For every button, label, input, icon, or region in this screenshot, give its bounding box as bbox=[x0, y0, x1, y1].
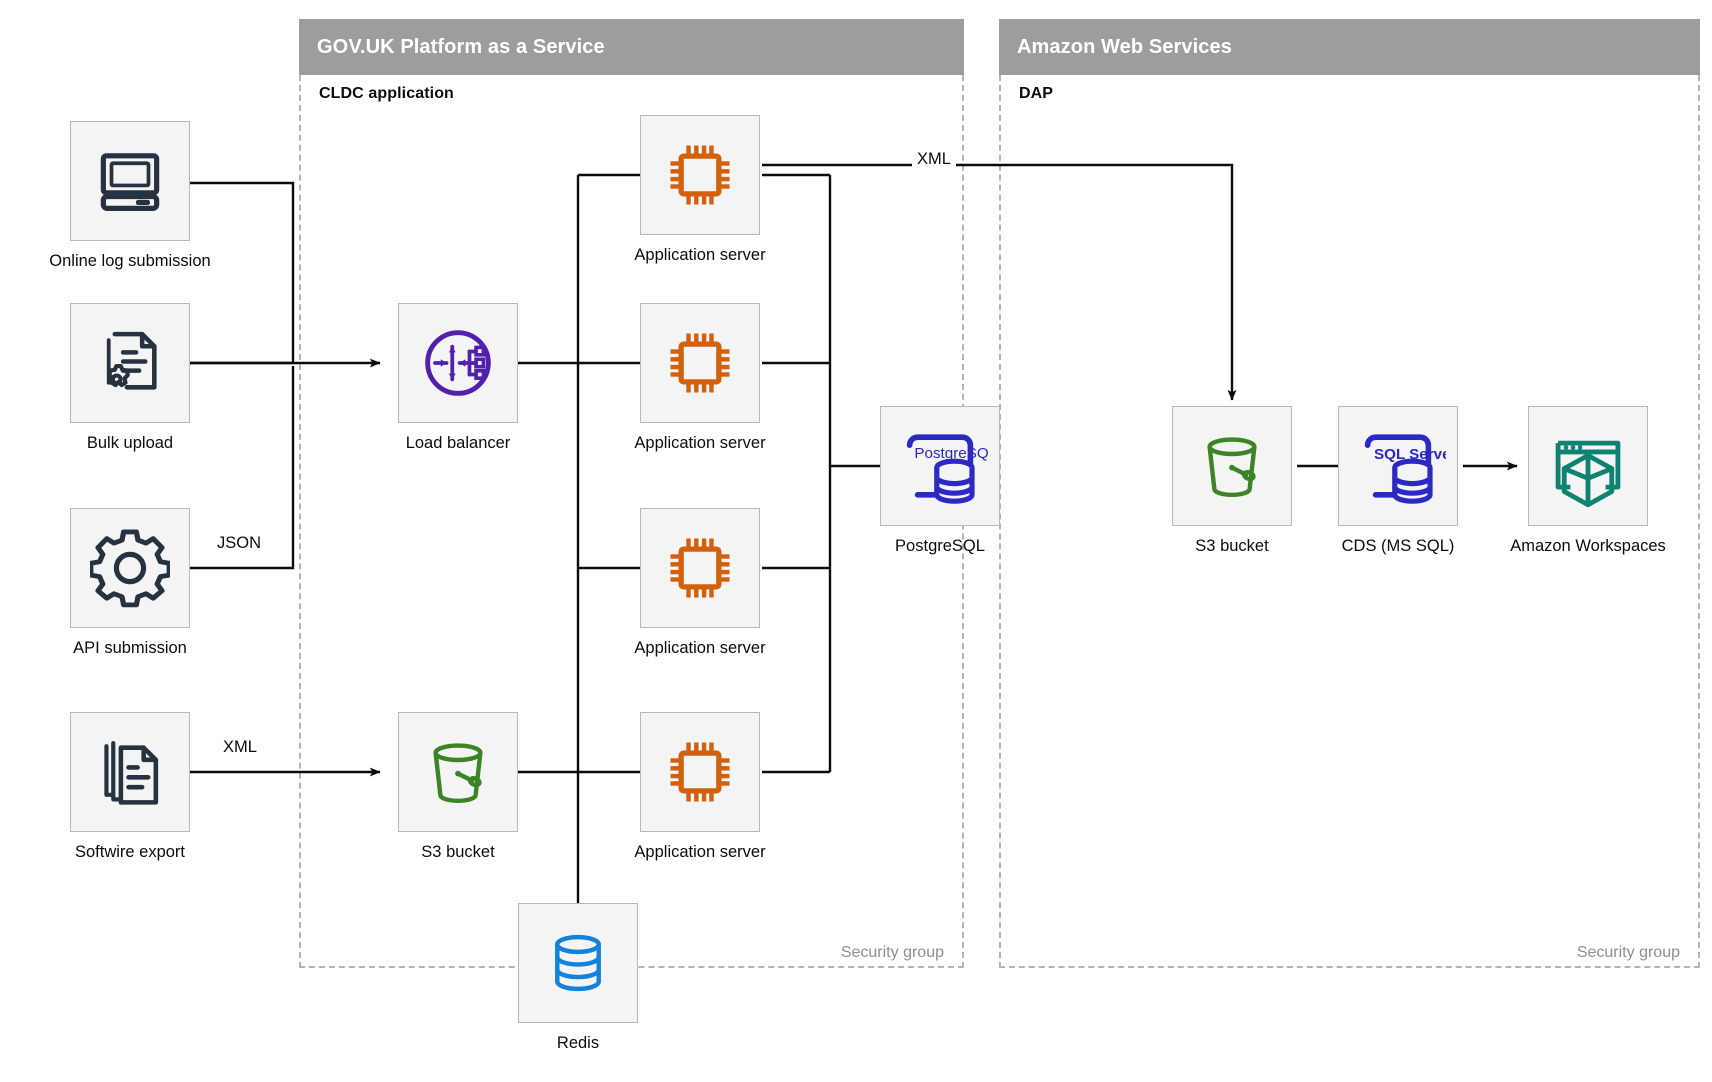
app-server-4-box[interactable] bbox=[640, 712, 760, 832]
documents-gear-icon bbox=[106, 331, 157, 390]
amazon-workspaces-box[interactable] bbox=[1528, 406, 1648, 526]
postgresql-badge-text: PostgreSQL bbox=[914, 445, 988, 462]
zone-body-paas bbox=[299, 75, 964, 968]
s3-bucket-paas-box[interactable] bbox=[398, 712, 518, 832]
desktop-computer-icon bbox=[100, 153, 160, 211]
zone-header-paas: GOV.UK Platform as a Service bbox=[299, 19, 964, 75]
api-submission-box[interactable] bbox=[70, 508, 190, 628]
bucket-icon bbox=[433, 743, 483, 803]
document-stack-icon bbox=[104, 741, 159, 805]
zone-footnote-paas: Security group bbox=[840, 944, 944, 961]
edge-label-json: JSON bbox=[212, 534, 267, 553]
bulk-upload-label: Bulk upload bbox=[86, 434, 174, 452]
app-server-3-label: Application server bbox=[634, 639, 766, 657]
zone-title-paas: GOV.UK Platform as a Service bbox=[317, 35, 605, 58]
bucket-icon bbox=[1207, 437, 1257, 497]
zone-body-aws bbox=[999, 75, 1700, 968]
postgresql-label: PostgreSQL bbox=[895, 537, 985, 555]
softwire-export-label: Softwire export bbox=[74, 843, 186, 861]
sql-server-icon: SQL Server bbox=[1364, 434, 1446, 504]
amazon-workspaces-label: Amazon Workspaces bbox=[1510, 537, 1666, 555]
app-server-4-label: Application server bbox=[634, 843, 766, 861]
edge-label-xml-dap: XML bbox=[912, 150, 956, 169]
cds-ms-sql-box[interactable]: SQL Server bbox=[1338, 406, 1458, 526]
zone-title-aws: Amazon Web Services bbox=[1017, 35, 1232, 58]
cpu-chip-icon bbox=[670, 742, 730, 802]
cpu-chip-icon bbox=[670, 145, 730, 205]
s3-bucket-aws-label: S3 bucket bbox=[1195, 537, 1269, 555]
workspaces-cube-icon bbox=[1555, 440, 1621, 508]
zone-header-aws: Amazon Web Services bbox=[999, 19, 1700, 75]
redis-box[interactable] bbox=[518, 903, 638, 1023]
app-server-1-box[interactable] bbox=[640, 115, 760, 235]
zone-footnote-aws: Security group bbox=[1576, 944, 1680, 961]
online-log-submission-box[interactable] bbox=[70, 121, 190, 241]
gear-icon bbox=[90, 529, 170, 608]
cpu-chip-icon bbox=[670, 538, 730, 598]
bulk-upload-box[interactable] bbox=[70, 303, 190, 423]
postgresql-box[interactable]: PostgreSQL bbox=[880, 406, 1000, 526]
s3-bucket-paas-label: S3 bucket bbox=[421, 843, 495, 861]
api-submission-label: API submission bbox=[73, 639, 187, 657]
s3-bucket-aws-box[interactable] bbox=[1172, 406, 1292, 526]
redis-label: Redis bbox=[556, 1034, 600, 1052]
softwire-export-box[interactable] bbox=[70, 712, 190, 832]
database-icon bbox=[555, 934, 601, 992]
app-server-1-label: Application server bbox=[634, 246, 766, 264]
cpu-chip-icon bbox=[670, 333, 730, 393]
load-balancer-box[interactable] bbox=[398, 303, 518, 423]
app-server-2-box[interactable] bbox=[640, 303, 760, 423]
load-balancer-label: Load balancer bbox=[405, 434, 511, 452]
zone-sublabel-dap: DAP bbox=[1019, 85, 1054, 102]
postgresql-icon: PostgreSQL bbox=[906, 434, 988, 504]
app-server-2-label: Application server bbox=[634, 434, 766, 452]
online-log-submission-label: Online log submission bbox=[49, 252, 211, 270]
cds-ms-sql-label: CDS (MS SQL) bbox=[1341, 537, 1455, 555]
sql-server-badge-text: SQL Server bbox=[1374, 446, 1446, 463]
zone-sublabel-cldc: CLDC application bbox=[319, 85, 454, 102]
app-server-3-box[interactable] bbox=[640, 508, 760, 628]
edge-label-xml-softwire: XML bbox=[218, 738, 262, 757]
load-balancer-icon bbox=[425, 330, 491, 396]
